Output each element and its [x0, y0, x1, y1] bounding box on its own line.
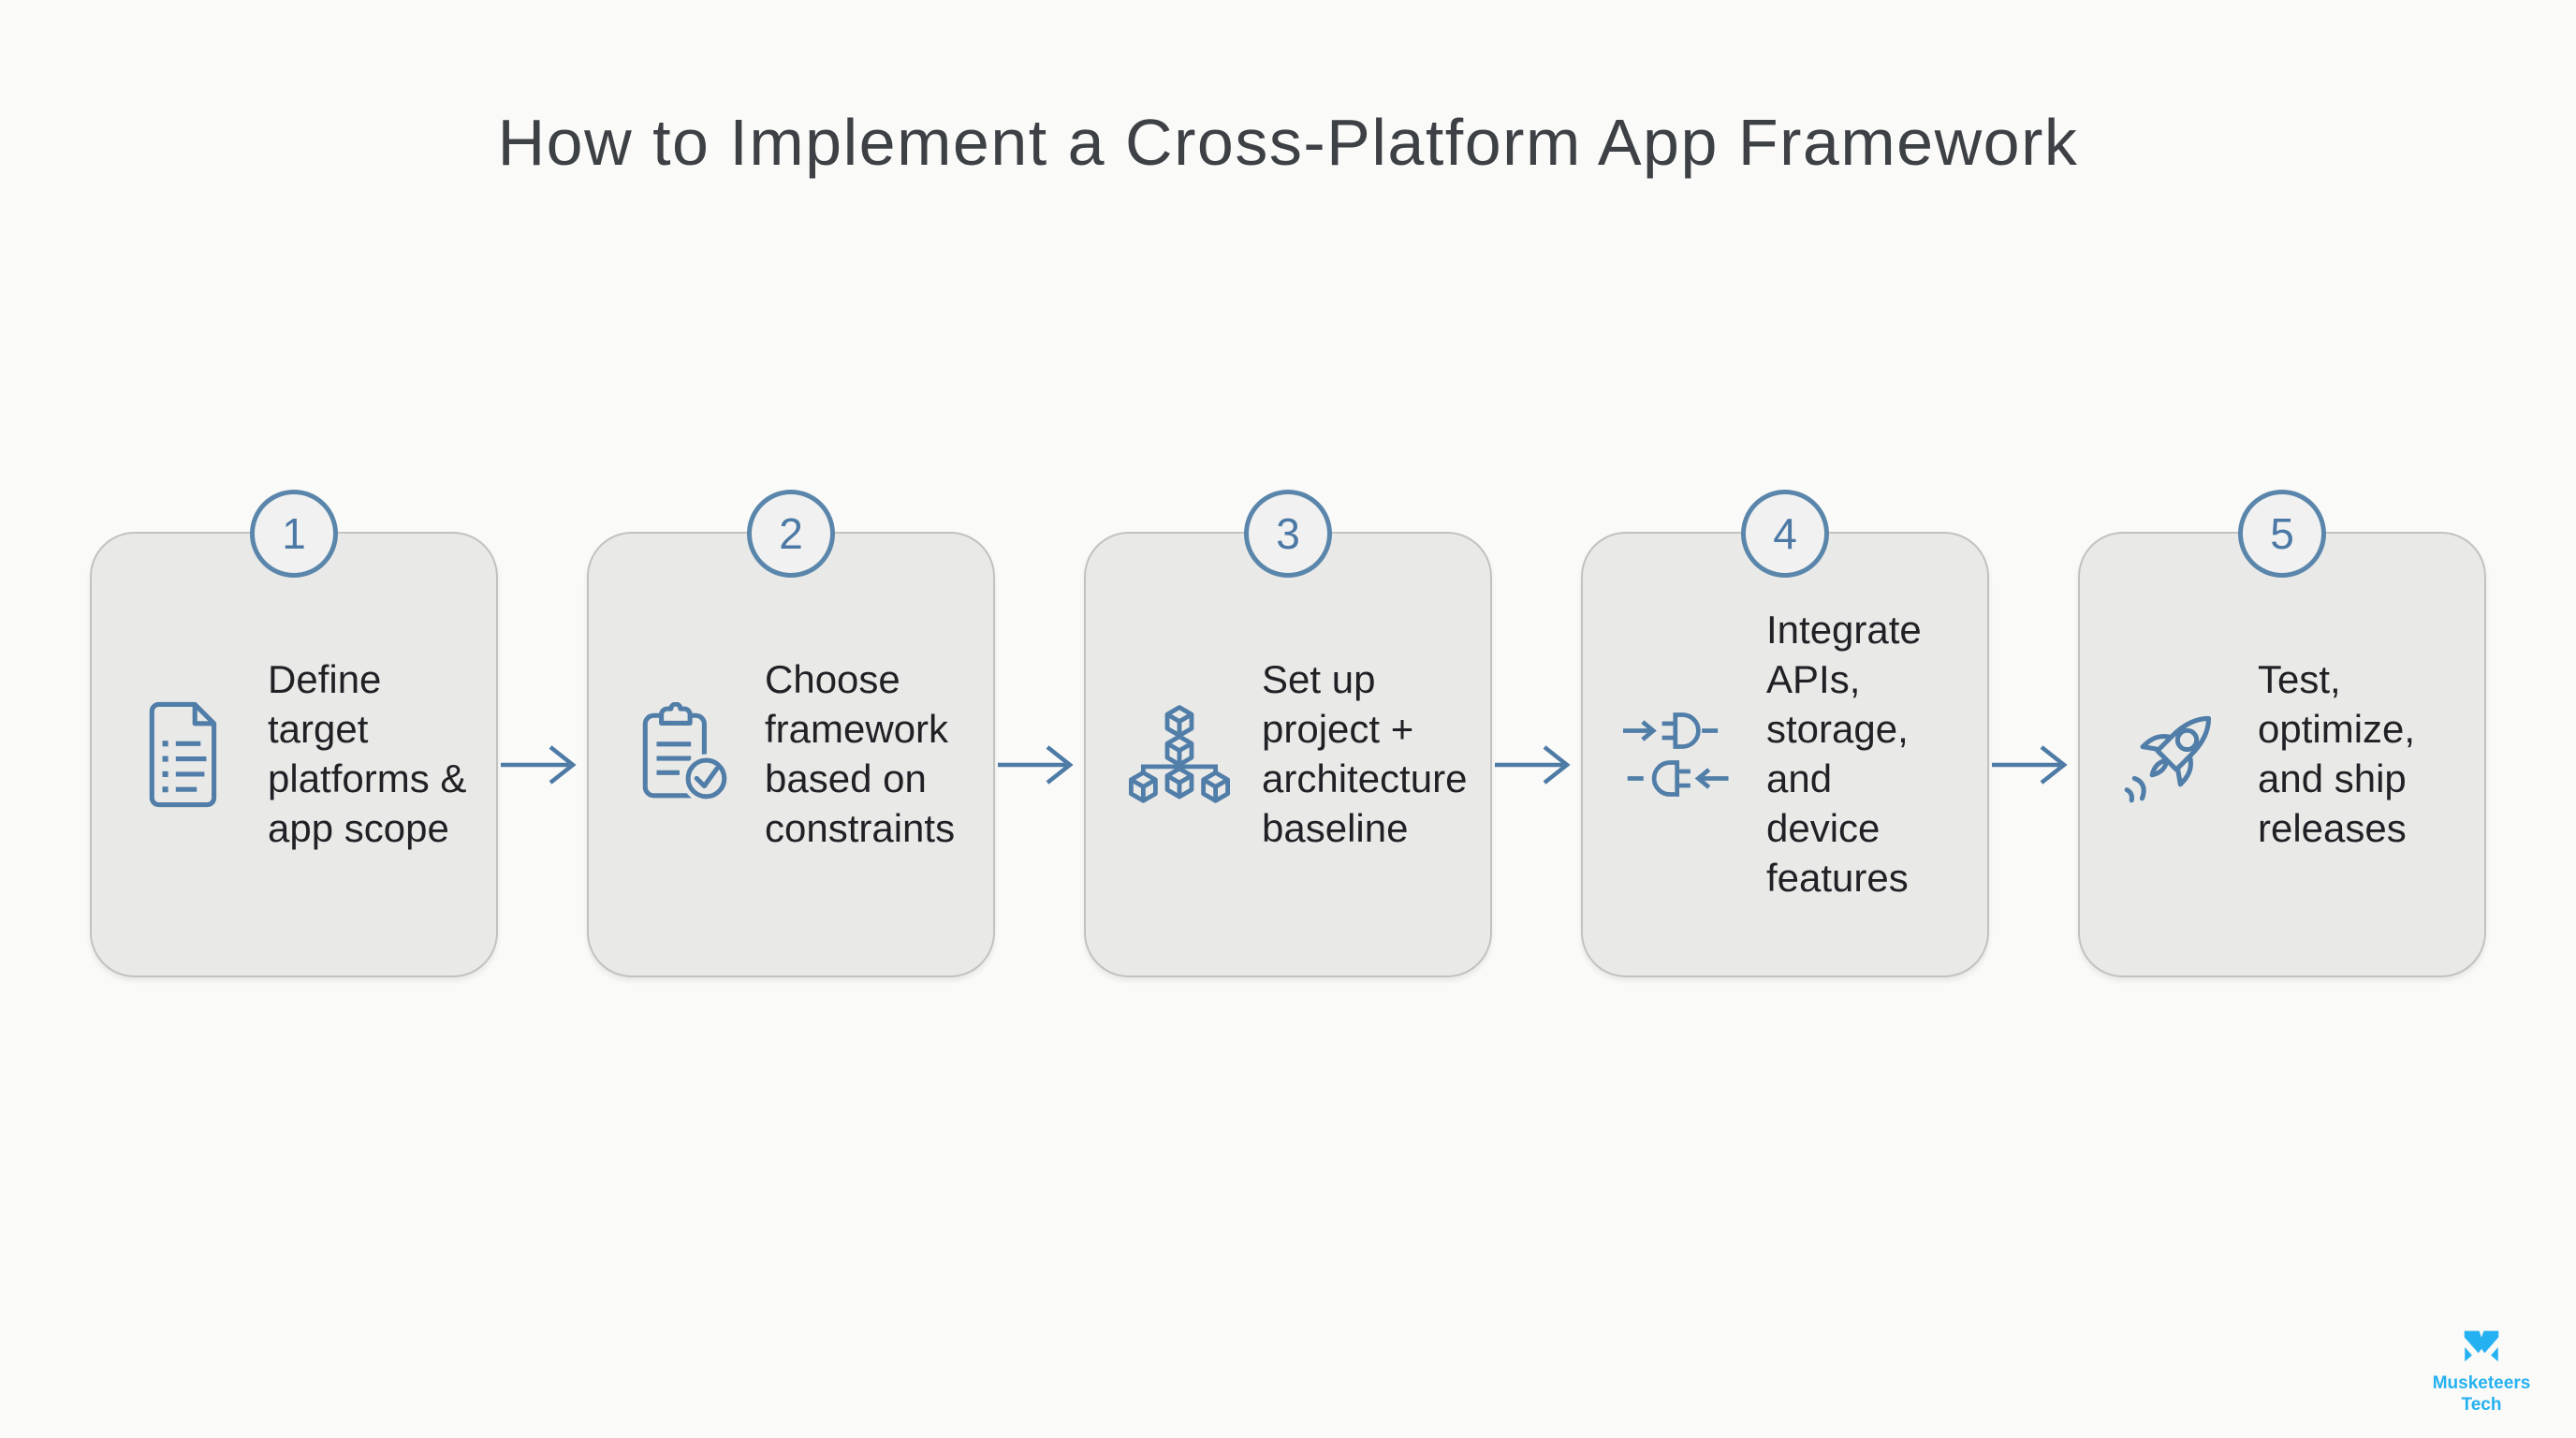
step-label: Set up project + architecture baseline [1262, 657, 1468, 850]
step-number: 4 [1773, 509, 1797, 558]
step-label: Define target platforms & app scope [268, 657, 467, 850]
step-number: 3 [1276, 509, 1300, 558]
page-title: How to Implement a Cross-Platform App Fr… [497, 106, 2079, 179]
clipboard-check-icon [626, 702, 739, 807]
plug-integration-icon [1620, 706, 1740, 803]
brand-name: Musketeers Tech [2432, 1373, 2531, 1415]
step-number: 5 [2270, 509, 2294, 558]
step-label: Choose framework based on constraints [765, 657, 956, 850]
flow-arrow-icon [995, 532, 1084, 974]
step-card-2: 2 Choose framework based on constraints [587, 490, 995, 977]
flow-arrow-icon [498, 532, 587, 974]
step-1-number-badge: 1 [250, 490, 338, 578]
step-5-number-badge: 5 [2238, 490, 2326, 578]
step-label: Test, optimize, and ship releases [2258, 657, 2416, 850]
step-1-content: Define target platforms & app scope [92, 655, 496, 854]
steps-row: 1 Define target platforms & app scope [0, 490, 2576, 977]
step-5-content: Test, optimize, and ship releases [2080, 655, 2484, 854]
step-4-content: Integrate APIs, storage, and device feat… [1583, 606, 1987, 902]
step-label: Integrate APIs, storage, and device feat… [1766, 608, 1922, 900]
step-card-4: 4 [1581, 490, 1989, 977]
step-number: 2 [779, 509, 803, 558]
step-3-content: Set up project + architecture baseline [1086, 655, 1490, 854]
step-card-1: 1 Define target platforms & app scope [90, 490, 498, 977]
step-card-5: 5 Test, optimize, [2078, 490, 2486, 977]
brand-logo: Musketeers Tech [2421, 1328, 2542, 1416]
flow-arrow-icon [1989, 532, 2078, 974]
step-card-3: 3 [1084, 490, 1492, 977]
step-4-number-badge: 4 [1741, 490, 1829, 578]
step-2-content: Choose framework based on constraints [589, 655, 993, 854]
architecture-tree-icon [1123, 704, 1236, 805]
step-number: 1 [282, 509, 306, 558]
step-2-number-badge: 2 [747, 490, 835, 578]
flow-arrow-icon [1492, 532, 1581, 974]
musketeers-m-icon [2464, 1330, 2499, 1362]
rocket-icon [2117, 697, 2232, 812]
document-list-icon [129, 699, 242, 810]
step-3-number-badge: 3 [1244, 490, 1332, 578]
